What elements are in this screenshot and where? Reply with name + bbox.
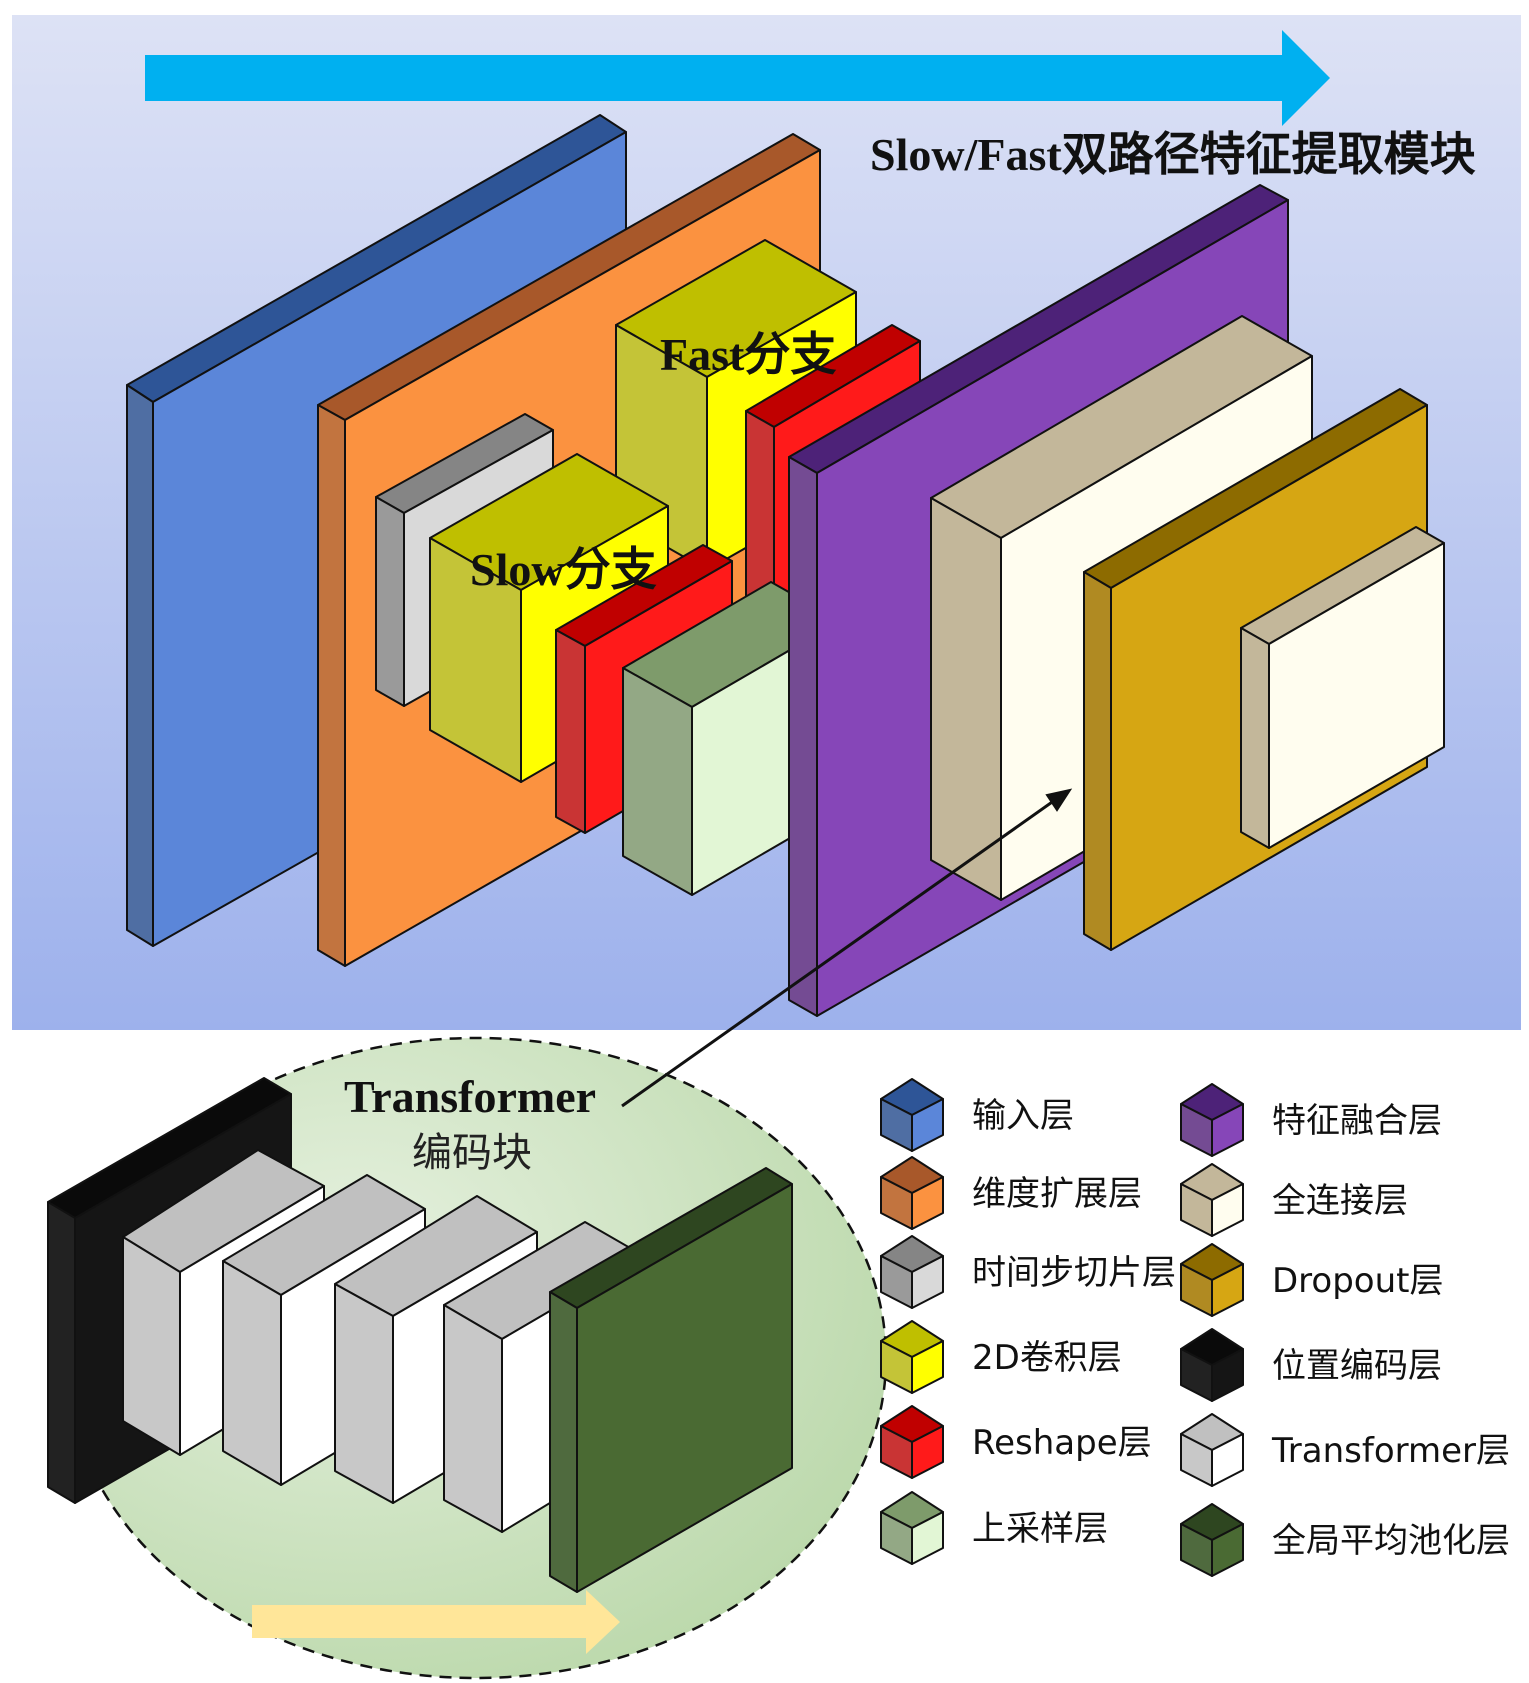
legend-item: 全连接层 [1180, 1163, 1408, 1237]
legend-label: 时间步切片层 [972, 1253, 1176, 1293]
legend-item: 上采样层 [880, 1491, 1108, 1565]
global-avg-pool-cube-icon [1180, 1503, 1244, 1577]
legend-item: 输入层 [880, 1078, 1074, 1152]
pointer-arrow [621, 788, 1073, 1108]
legend-label: 输入层 [972, 1096, 1074, 1136]
legend-label: 上采样层 [972, 1509, 1108, 1549]
legend-item: 全局平均池化层 [1180, 1503, 1510, 1577]
legend-item: Dropout层 [1180, 1243, 1443, 1317]
fast-branch-label: Fast分支 [660, 329, 836, 380]
dimension-expand-cube-icon [880, 1156, 944, 1230]
legend-item: 2D卷积层 [880, 1320, 1122, 1394]
legend-label: 特征融合层 [1272, 1101, 1442, 1141]
legend-item: 位置编码层 [1180, 1328, 1442, 1402]
transformer-block-title: Transformer [344, 1071, 596, 1122]
upsample-cube-icon [880, 1491, 944, 1565]
legend-label: 2D卷积层 [972, 1338, 1122, 1378]
legend-label: Dropout层 [1272, 1261, 1443, 1301]
timestep-slice-cube-icon [880, 1235, 944, 1309]
legend-item: 维度扩展层 [880, 1156, 1142, 1230]
transformer-flow-arrow [252, 1590, 620, 1654]
conv2d-cube-icon [880, 1320, 944, 1394]
output-dense-block [1240, 526, 1445, 849]
dropout-cube-icon [1180, 1243, 1244, 1317]
positional-encoding-cube-icon [1180, 1328, 1244, 1402]
legend-item: 特征融合层 [1180, 1083, 1442, 1157]
legend-item: Reshape层 [880, 1405, 1152, 1479]
transformer-layer-cube-icon [1180, 1413, 1244, 1487]
global-avg-pool-block [549, 1167, 793, 1593]
feature-fusion-cube-icon [1180, 1083, 1244, 1157]
legend-label: Reshape层 [972, 1423, 1152, 1463]
legend-label: Transformer层 [1271, 1431, 1510, 1471]
transformer-block-subtitle: 编码块 [412, 1130, 532, 1176]
slow-branch-label: Slow分支 [470, 544, 657, 595]
legend-item: Transformer层 [1180, 1413, 1510, 1487]
legend-item: 时间步切片层 [880, 1235, 1176, 1309]
legend-label: 全连接层 [1272, 1181, 1408, 1221]
reshape-cube-icon [880, 1405, 944, 1479]
legend-label: 维度扩展层 [972, 1174, 1142, 1214]
flow-arrow [145, 30, 1330, 126]
fully-connected-cube-icon [1180, 1163, 1244, 1237]
legend-label: 全局平均池化层 [1272, 1521, 1510, 1561]
module-title: Slow/Fast双路径特征提取模块 [870, 129, 1476, 180]
legend-label: 位置编码层 [1272, 1346, 1442, 1386]
input-layer-cube-icon [880, 1078, 944, 1152]
